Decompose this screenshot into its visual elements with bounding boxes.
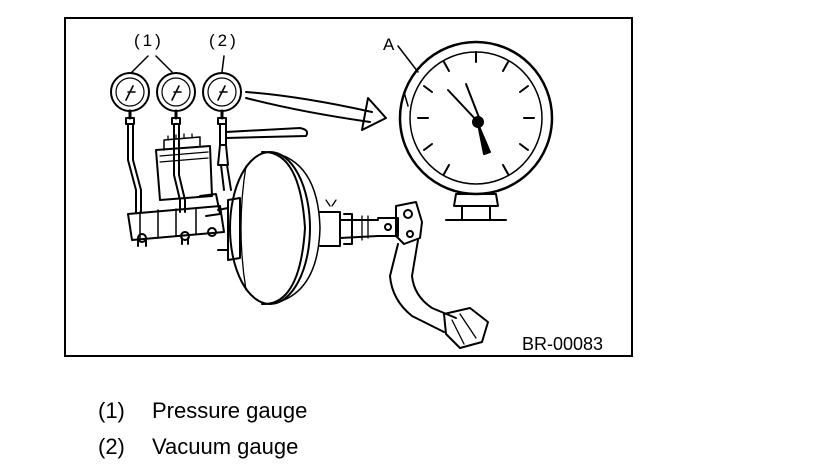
legend-number: (1) [98, 398, 125, 423]
enlarged-vacuum-gauge-a [397, 40, 554, 221]
brake-pedal [389, 201, 489, 349]
pressure-gauge-middle [156, 72, 196, 213]
callout-1-label: (1) [134, 31, 164, 50]
brake-booster [217, 150, 399, 306]
legend-number: (2) [98, 434, 125, 459]
figure-code: BR-00083 [522, 334, 603, 354]
legend-item-vacuum-gauge: (2) Vacuum gauge [98, 434, 298, 460]
callout-2-label: (2) [209, 31, 239, 50]
legend-text: Pressure gauge [152, 398, 308, 423]
pressure-gauge-left [110, 72, 150, 213]
master-cylinder [127, 133, 225, 247]
legend-item-pressure-gauge: (1) Pressure gauge [98, 398, 307, 424]
vacuum-gauge [202, 72, 309, 191]
legend-text: Vacuum gauge [152, 434, 299, 459]
callout-a-label: A [383, 35, 395, 54]
